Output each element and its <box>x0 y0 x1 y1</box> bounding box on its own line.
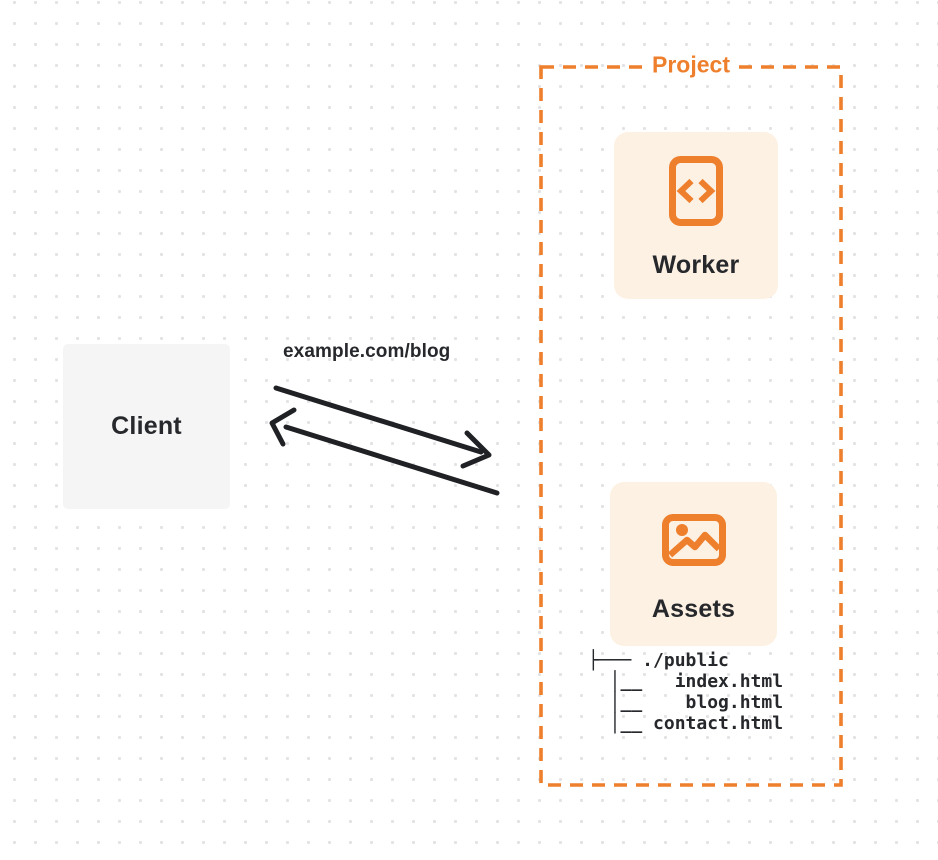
worker-box: Worker <box>614 132 778 299</box>
client-label: Client <box>111 412 182 440</box>
worker-label: Worker <box>652 251 740 279</box>
request-arrow-line <box>273 385 484 455</box>
project-container: Project Worker Assets ├─── ./public │__ … <box>539 51 843 787</box>
client-box: Client <box>63 344 230 509</box>
project-label: Project <box>643 51 739 79</box>
worker-code-icon <box>669 156 723 226</box>
response-arrowhead-icon <box>269 407 297 447</box>
project-dashed-border <box>539 65 843 787</box>
assets-label: Assets <box>651 595 736 623</box>
request-arrow <box>273 385 492 469</box>
assets-file-tree: ├─── ./public │__ index.html │__ blog.ht… <box>588 650 784 734</box>
request-response-arrows <box>269 385 500 496</box>
response-arrow-line <box>283 424 500 496</box>
assets-image-icon <box>661 514 726 566</box>
response-arrow <box>269 407 500 496</box>
request-arrowhead-icon <box>460 430 492 469</box>
assets-box: Assets <box>610 482 777 646</box>
request-url-label: example.com/blog <box>283 341 451 362</box>
